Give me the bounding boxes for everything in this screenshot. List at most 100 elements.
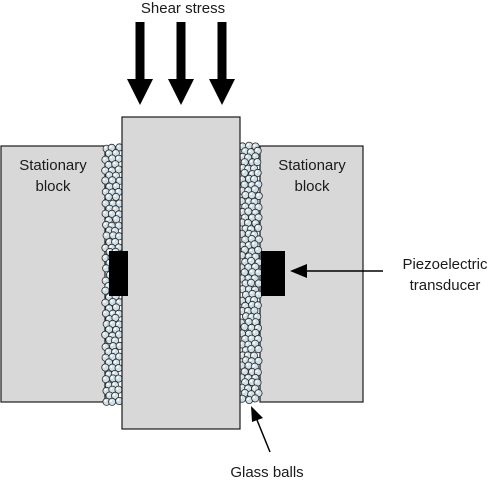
- glass-ball-highlight: [249, 379, 253, 382]
- glass-ball-highlight: [252, 287, 255, 290]
- glass-ball-highlight: [106, 162, 109, 165]
- glass-ball: [254, 245, 263, 254]
- glass-ball-highlight: [113, 315, 116, 318]
- glass-ball-highlight: [103, 377, 106, 380]
- glass-ball-highlight: [251, 166, 255, 169]
- glass-ball-highlight: [243, 192, 246, 195]
- glass-ball-highlight: [253, 154, 256, 157]
- glass-ball-highlight: [252, 242, 255, 245]
- right-piezoelectric-transducer: [261, 251, 285, 296]
- glass-ball-highlight: [104, 399, 107, 402]
- glass-ball-highlight: [103, 344, 106, 347]
- glass-ball-highlight: [251, 353, 254, 356]
- glass-ball-highlight: [246, 231, 249, 234]
- glass-ball-highlight: [245, 386, 249, 389]
- glass-ball-highlight: [110, 333, 113, 336]
- glass-ball-highlight: [106, 383, 109, 386]
- glass-ball-highlight: [104, 146, 107, 149]
- glass-ball-highlight: [249, 215, 253, 218]
- glass-ball-highlight: [250, 160, 253, 163]
- glass-ball-highlight: [107, 393, 110, 396]
- glass-ball-highlight: [246, 176, 249, 179]
- glass-ball-highlight: [253, 330, 256, 333]
- glass-ball-highlight: [256, 270, 259, 273]
- glass-ball-highlight: [240, 243, 243, 246]
- glass-ball-highlight: [251, 297, 254, 301]
- glass-ball-highlight: [103, 168, 106, 171]
- glass-ball-highlight: [110, 354, 113, 357]
- glass-ball-highlight: [250, 291, 253, 294]
- glass-ball-highlight: [246, 375, 249, 378]
- glass-ball: [101, 176, 110, 185]
- glass-ball-highlight: [113, 207, 116, 210]
- central-moving-block: [121, 116, 241, 430]
- glass-ball-highlight: [114, 184, 117, 187]
- glass-ball-highlight: [249, 325, 252, 328]
- glass-ball-highlight: [113, 194, 116, 197]
- glass-ball-highlight: [242, 390, 245, 393]
- glass-ball-highlight: [248, 280, 252, 283]
- glass-ball-highlight: [249, 193, 252, 196]
- glass-ball-highlight: [103, 178, 106, 181]
- glass-ball-highlight: [252, 386, 256, 389]
- glass-ball-highlight: [246, 319, 249, 322]
- glass-ball-highlight: [249, 236, 252, 239]
- glass-ball-highlight: [251, 176, 255, 180]
- glass-ball-highlight: [107, 295, 110, 298]
- glass-ball-highlight: [247, 397, 250, 400]
- glass-ball-highlight: [103, 311, 106, 314]
- glass-ball-highlight: [246, 276, 249, 279]
- glass-ball-highlight: [106, 306, 110, 309]
- glass-ball-highlight: [242, 247, 245, 250]
- glass-ball-highlight: [250, 270, 253, 273]
- glass-ball-highlight: [256, 346, 259, 350]
- glass-ball-highlight: [249, 183, 252, 186]
- glass-ball-highlight: [112, 338, 115, 341]
- glass-ball-highlight: [116, 234, 120, 237]
- glass-ball-highlight: [113, 150, 116, 154]
- glass-ball-highlight: [114, 360, 117, 363]
- glass-ball: [114, 374, 123, 383]
- glass-ball-highlight: [242, 215, 245, 218]
- glass-ball-highlight: [103, 300, 106, 303]
- glass-ball-highlight: [116, 365, 119, 369]
- glass-ball-highlight: [246, 209, 249, 212]
- glass-ball-highlight: [246, 166, 249, 169]
- glass-ball-highlight: [256, 260, 259, 263]
- glass-ball-highlight: [240, 144, 243, 147]
- glass-ball-highlight: [256, 237, 259, 240]
- arrow-down-icon: [168, 22, 194, 105]
- glass-ball-highlight: [245, 155, 249, 158]
- glass-ball-highlight: [252, 199, 255, 202]
- glass-ball-highlight: [106, 283, 109, 287]
- glass-ball-highlight: [116, 376, 119, 379]
- glass-ball-highlight: [104, 321, 107, 325]
- glass-ball-highlight: [253, 320, 256, 323]
- glass-ball-highlight: [252, 187, 255, 190]
- glass-ball: [247, 278, 256, 287]
- glass-ball-highlight: [246, 199, 249, 202]
- glass-ball-highlight: [246, 254, 249, 257]
- glass-ball-highlight: [109, 211, 112, 214]
- transducer-pointer-arrow: [290, 264, 383, 278]
- glass-ball-highlight: [256, 391, 259, 394]
- glass-ball-highlight: [112, 239, 116, 242]
- glass-ball-highlight: [110, 321, 113, 324]
- glass-ball: [108, 397, 117, 406]
- glass-ball-highlight: [110, 387, 113, 390]
- glass-ball-highlight: [246, 243, 249, 246]
- glass-ball-highlight: [103, 245, 106, 248]
- glass-ball-highlight: [249, 392, 252, 395]
- glass-ball-highlight: [109, 399, 113, 402]
- glass-ball-highlight: [109, 223, 112, 226]
- glass-ball-highlight: [113, 327, 117, 330]
- glass-ball-highlight: [246, 342, 249, 345]
- right-block-label-line2: block: [294, 178, 330, 195]
- glass-ball: [111, 192, 120, 201]
- glass-ball-highlight: [255, 159, 258, 163]
- glass-ball-highlight: [243, 237, 246, 240]
- glass-ball-highlight: [107, 228, 110, 231]
- glass-ball-highlight: [110, 299, 113, 302]
- glass-ball-highlight: [103, 201, 106, 204]
- glass-ball-highlight: [249, 249, 252, 252]
